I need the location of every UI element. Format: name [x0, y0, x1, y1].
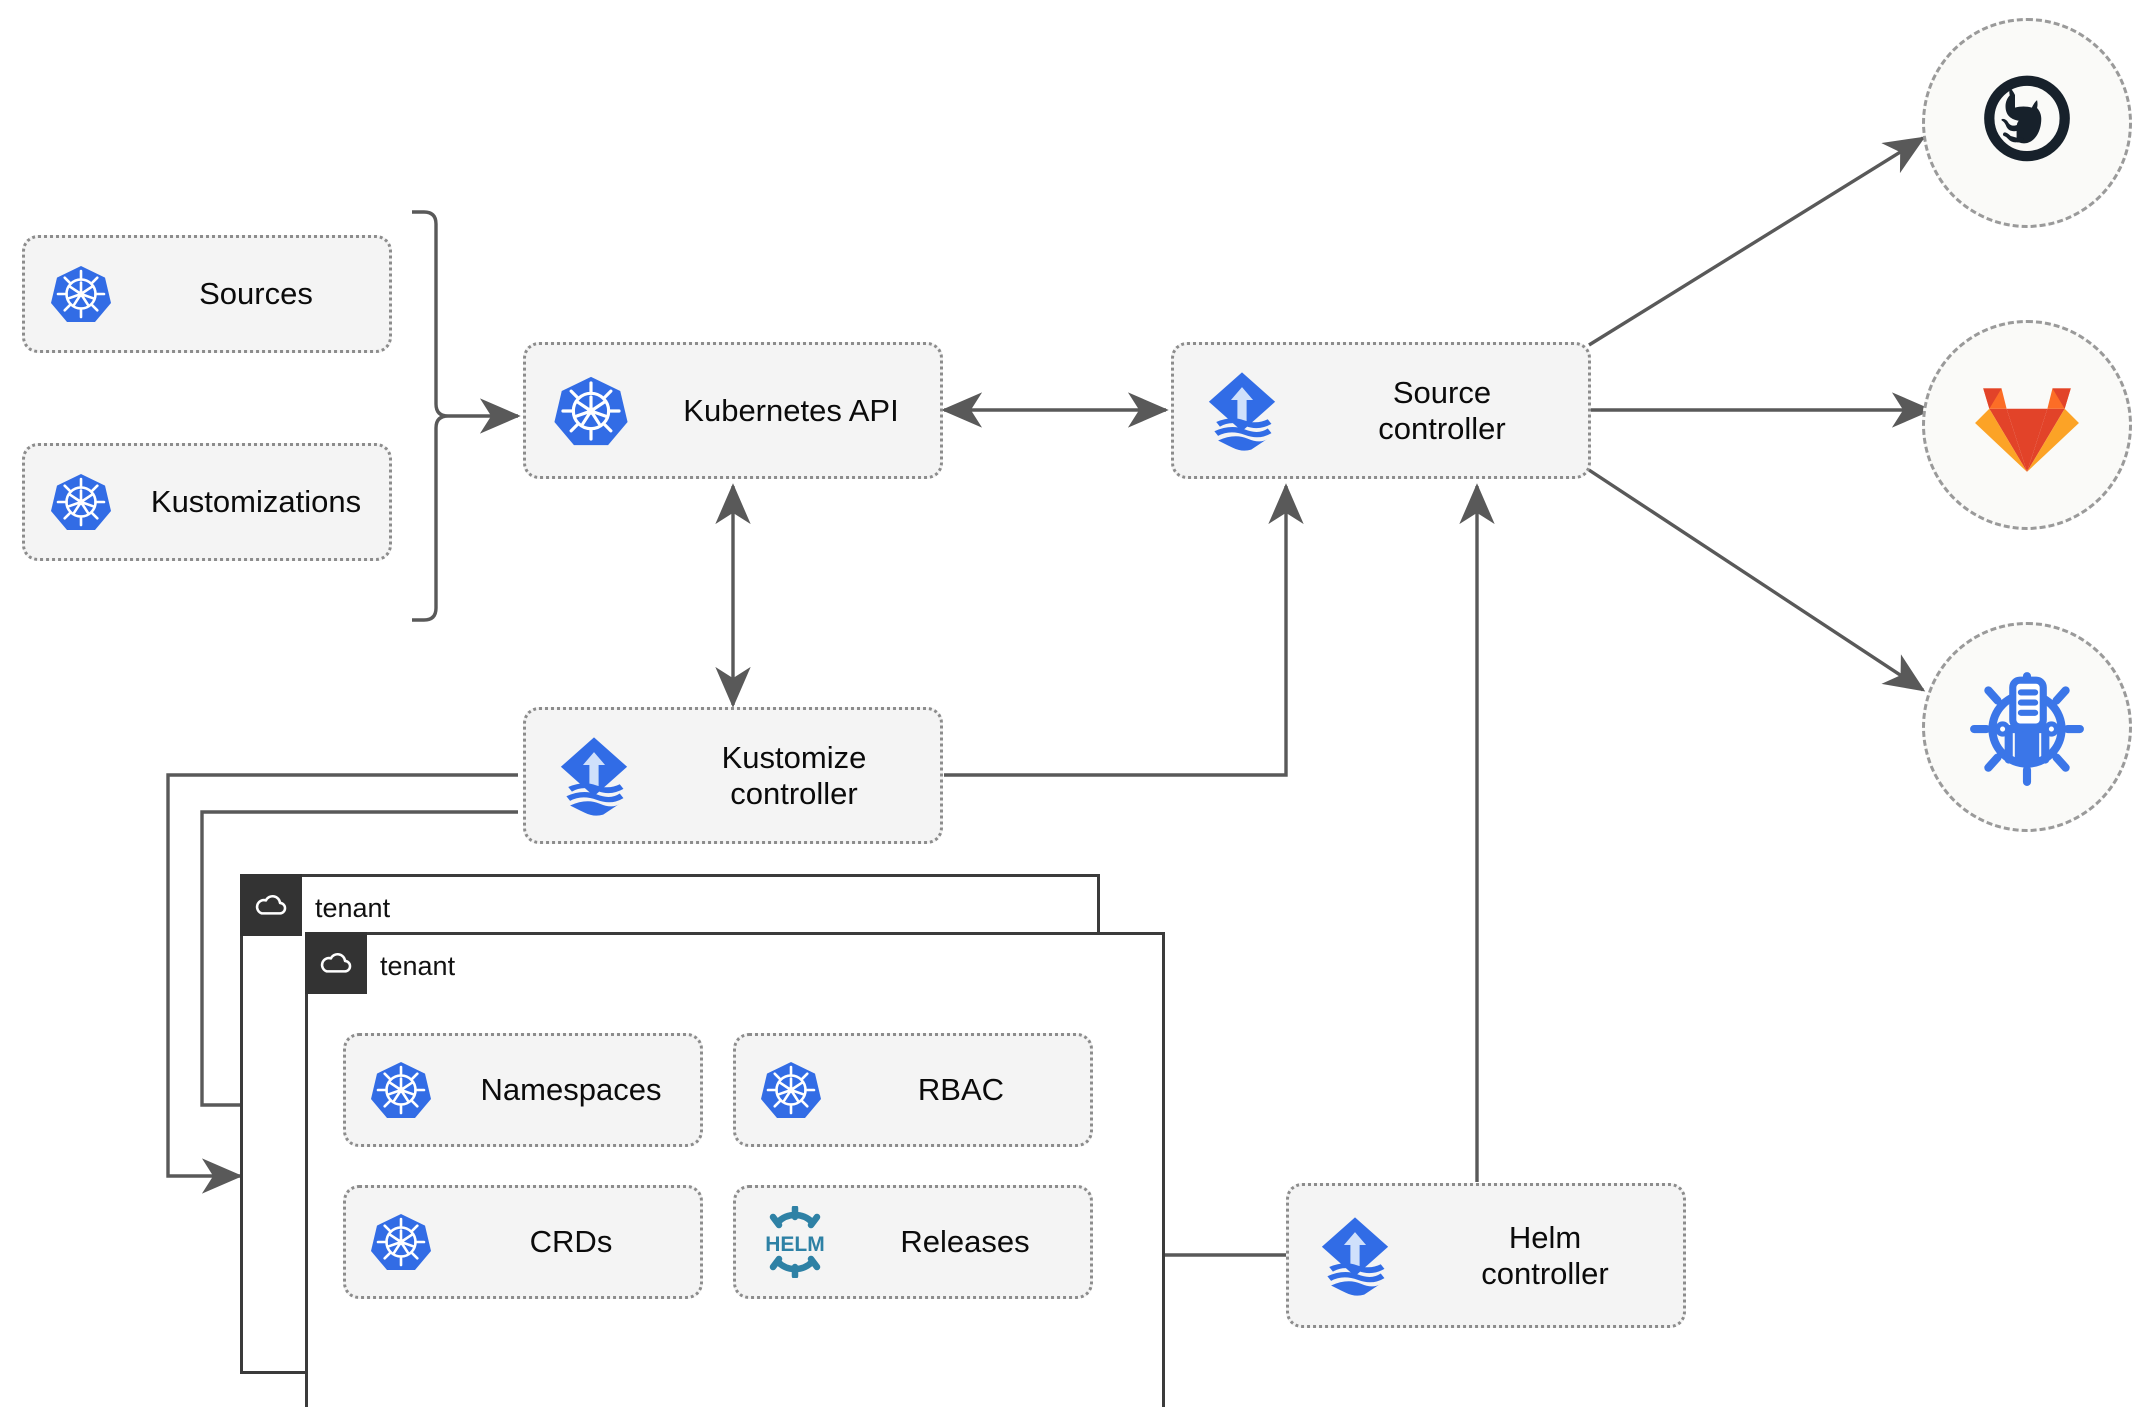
- gitlab-icon: [1975, 388, 2079, 472]
- tenant-panel-inner[interactable]: tenant: [305, 932, 1165, 1407]
- kubernetes-icon: [346, 1210, 456, 1274]
- edge-source-to-registry: [1588, 468, 1926, 692]
- tenant-label: tenant: [380, 950, 456, 981]
- kubernetes-icon: [25, 262, 137, 326]
- node-label: Namespaces: [480, 1072, 662, 1108]
- node-label: Kustomize controller: [721, 739, 867, 811]
- node-rbac[interactable]: RBAC: [733, 1033, 1093, 1147]
- node-kustomizations[interactable]: Kustomizations: [22, 443, 392, 561]
- edge-group-brace: [412, 210, 449, 622]
- github-icon: [1984, 75, 2070, 162]
- node-label: Sources: [199, 276, 313, 312]
- kubernetes-icon: [526, 372, 656, 450]
- node-label: CRDs: [529, 1224, 613, 1260]
- node-crds[interactable]: CRDs: [343, 1185, 703, 1299]
- node-kustomize-controller[interactable]: Kustomize controller: [523, 707, 943, 844]
- tenant-label: tenant: [315, 892, 391, 923]
- node-kubernetes-api[interactable]: Kubernetes API: [523, 342, 943, 479]
- provider-helm-repository[interactable]: [1922, 622, 2132, 832]
- kubernetes-icon: [346, 1058, 456, 1122]
- cloud-icon: [240, 874, 302, 936]
- node-releases[interactable]: HELM Releases: [733, 1185, 1093, 1299]
- node-sources[interactable]: Sources: [22, 235, 392, 353]
- kubernetes-icon: [25, 470, 137, 534]
- helm-wordmark: HELM: [765, 1233, 825, 1256]
- flux-icon: [1174, 365, 1310, 457]
- cloud-icon: [305, 932, 367, 994]
- node-label: Kubernetes API: [683, 392, 899, 428]
- node-label: RBAC: [917, 1072, 1005, 1108]
- node-namespaces[interactable]: Namespaces: [343, 1033, 703, 1147]
- provider-gitlab[interactable]: [1922, 320, 2132, 530]
- edge-source-to-github: [1588, 136, 1926, 347]
- node-helm-controller[interactable]: Helm controller: [1286, 1183, 1686, 1328]
- node-source-controller[interactable]: Source controller: [1171, 342, 1591, 479]
- node-label: Releases: [900, 1224, 1030, 1260]
- node-label: Kustomizations: [150, 484, 362, 520]
- kubernetes-icon: [736, 1058, 846, 1122]
- flux-icon: [1289, 1210, 1421, 1302]
- helm-registry-icon: [1970, 672, 2084, 786]
- provider-github[interactable]: [1922, 18, 2132, 228]
- flux-icon: [526, 730, 662, 822]
- node-label: Source controller: [1378, 374, 1506, 446]
- edge-kustomize-to-source: [944, 483, 1304, 777]
- node-label: Helm controller: [1481, 1219, 1609, 1291]
- helm-icon: HELM: [736, 1206, 854, 1278]
